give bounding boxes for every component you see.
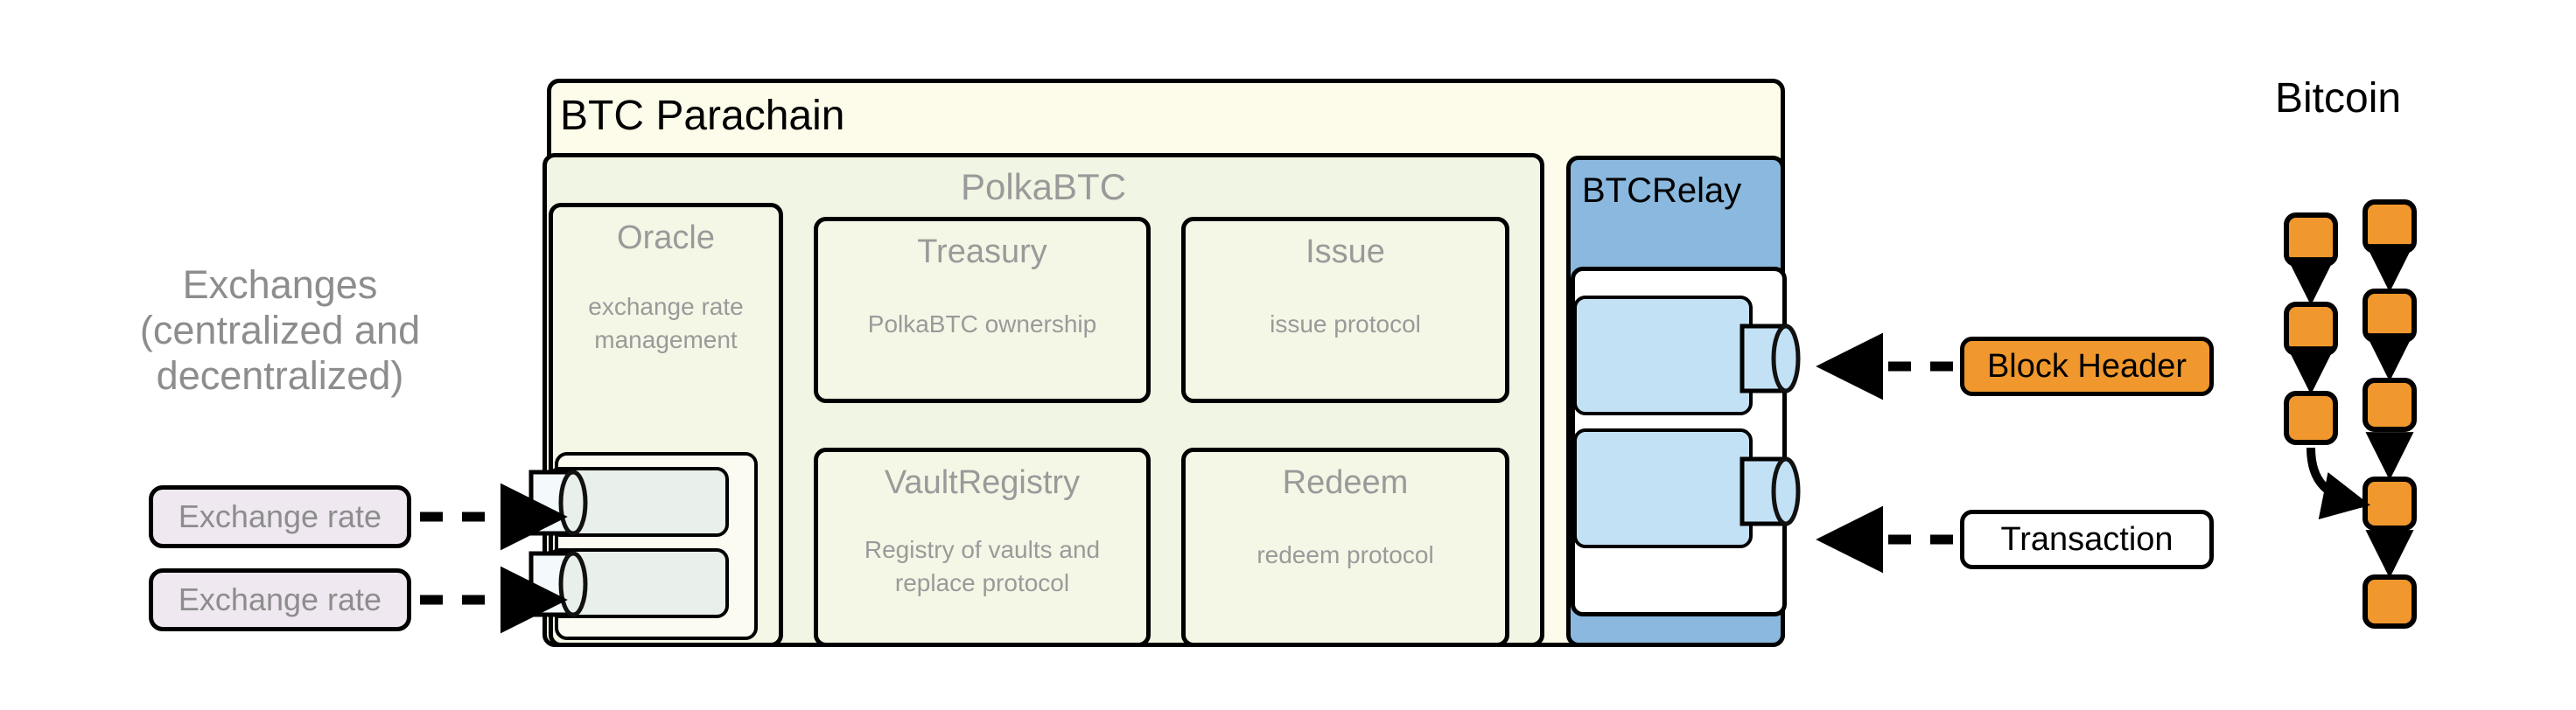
chain-arrow-fork-join — [2306, 447, 2370, 519]
bitcoin-fork-block-3 — [2284, 391, 2338, 445]
oracle-title: Oracle — [617, 219, 715, 256]
bitcoin-fork-block-2 — [2284, 302, 2338, 356]
bitcoin-main-block-4 — [2362, 477, 2417, 531]
exchange-rate-pill-1[interactable]: Exchange rate — [149, 485, 411, 548]
module-treasury[interactable]: Treasury PolkaBTC ownership — [814, 217, 1151, 403]
treasury-title: Treasury — [917, 233, 1047, 270]
issue-title: Issue — [1306, 233, 1385, 270]
btcrelay-title: BTCRelay — [1582, 171, 1742, 210]
bitcoin-main-block-5 — [2362, 574, 2417, 629]
polkabtc-title: PolkaBTC — [960, 166, 1127, 207]
btcrelay-cylinder-port-2[interactable] — [1737, 452, 1816, 531]
issue-subtitle: issue protocol — [1270, 310, 1421, 338]
treasury-subtitle: PolkaBTC ownership — [867, 310, 1097, 338]
bitcoin-main-block-2 — [2362, 289, 2417, 343]
module-redeem[interactable]: Redeem redeem protocol — [1181, 448, 1509, 647]
exchange-rate-pill-2[interactable]: Exchange rate — [149, 568, 411, 631]
vaultregistry-subtitle: Registry of vaults and replace protocol — [864, 536, 1101, 596]
bitcoin-title: Bitcoin — [2275, 75, 2402, 122]
redeem-subtitle: redeem protocol — [1256, 541, 1434, 568]
oracle-cylinder-port-2[interactable] — [519, 548, 598, 620]
redeem-title: Redeem — [1282, 464, 1409, 501]
btcrelay-cylinder-port-1[interactable] — [1737, 319, 1816, 398]
exchanges-label: Exchanges (centralized and decentralized… — [139, 262, 421, 399]
btcrelay-port-box-1[interactable] — [1573, 296, 1753, 415]
oracle-subtitle: exchange rate management — [588, 293, 744, 353]
btcrelay-port-box-2[interactable] — [1573, 428, 1753, 548]
vaultregistry-title: VaultRegistry — [884, 464, 1081, 501]
bitcoin-main-block-1 — [2362, 199, 2417, 254]
oracle-cylinder-port-1[interactable] — [519, 467, 598, 539]
btc-parachain-title: BTC Parachain — [560, 93, 845, 139]
module-vaultregistry[interactable]: VaultRegistry Registry of vaults and rep… — [814, 448, 1151, 647]
module-issue[interactable]: Issue issue protocol — [1181, 217, 1509, 403]
block-header-label[interactable]: Block Header — [1960, 337, 2214, 396]
transaction-label[interactable]: Transaction — [1960, 510, 2214, 569]
bitcoin-main-block-3 — [2362, 378, 2417, 432]
bitcoin-fork-block-1 — [2284, 212, 2338, 267]
